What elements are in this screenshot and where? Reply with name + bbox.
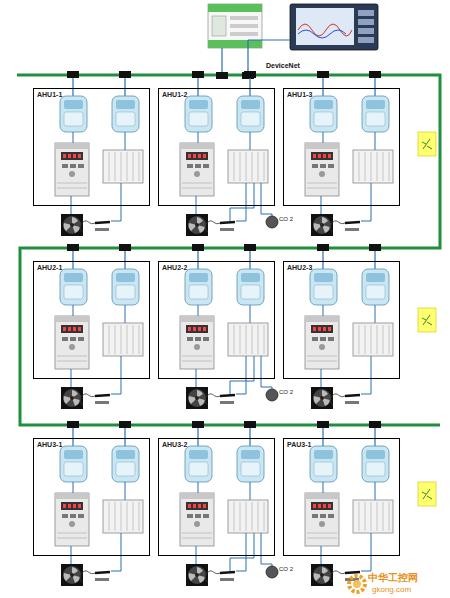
- unit-label: AHU2-2: [162, 264, 187, 272]
- unit-label: AHU2-3: [287, 264, 312, 272]
- co2-label: CO 2: [279, 566, 293, 572]
- unit-box: AHU3-2: [158, 438, 275, 556]
- co2-label: CO 2: [279, 216, 293, 222]
- unit-label: PAU3-1: [287, 441, 311, 449]
- unit-devices: [55, 421, 143, 586]
- unit-label: AHU3-2: [162, 441, 187, 449]
- unit-devices: [305, 421, 393, 586]
- unit-box: PAU3-1: [283, 438, 400, 556]
- unit-devices: [305, 244, 393, 409]
- unit-devices: [180, 421, 268, 586]
- plc-drop: [221, 48, 222, 72]
- unit-devices: [55, 244, 143, 409]
- unit-label: AHU1-3: [287, 91, 312, 99]
- unit-devices: [305, 71, 393, 236]
- watermark: gkong.com: [372, 586, 411, 594]
- unit-box: AHU1-2: [158, 88, 275, 206]
- tee-connector: [216, 72, 228, 79]
- unit-devices: [180, 71, 268, 236]
- unit-label: AHU3-1: [37, 441, 62, 449]
- watermark-gear: [349, 576, 365, 592]
- bus-label: DeviceNet: [266, 62, 300, 69]
- unit-box: AHU2-3: [283, 261, 400, 379]
- unit-label: AHU2-1: [37, 264, 62, 272]
- unit-box: AHU2-1: [33, 261, 150, 379]
- hmi-drop: [247, 40, 248, 72]
- zone-tag: [418, 482, 436, 506]
- unit-devices: [55, 71, 143, 236]
- hmi-link: [248, 40, 290, 41]
- unit-devices: [180, 244, 268, 409]
- co2-label: CO 2: [279, 389, 293, 395]
- hmi-touch-panel: [290, 4, 378, 50]
- plc-controller: [208, 4, 262, 48]
- zone-tag: [418, 132, 436, 156]
- zone-tag: [418, 308, 436, 332]
- unit-box: AHU3-1: [33, 438, 150, 556]
- unit-label: AHU1-1: [37, 91, 62, 99]
- unit-box: AHU1-3: [283, 88, 400, 206]
- unit-label: AHU1-2: [162, 91, 187, 99]
- watermark: 中华工控网: [368, 573, 418, 583]
- unit-box: AHU1-1: [33, 88, 150, 206]
- unit-box: AHU2-2: [158, 261, 275, 379]
